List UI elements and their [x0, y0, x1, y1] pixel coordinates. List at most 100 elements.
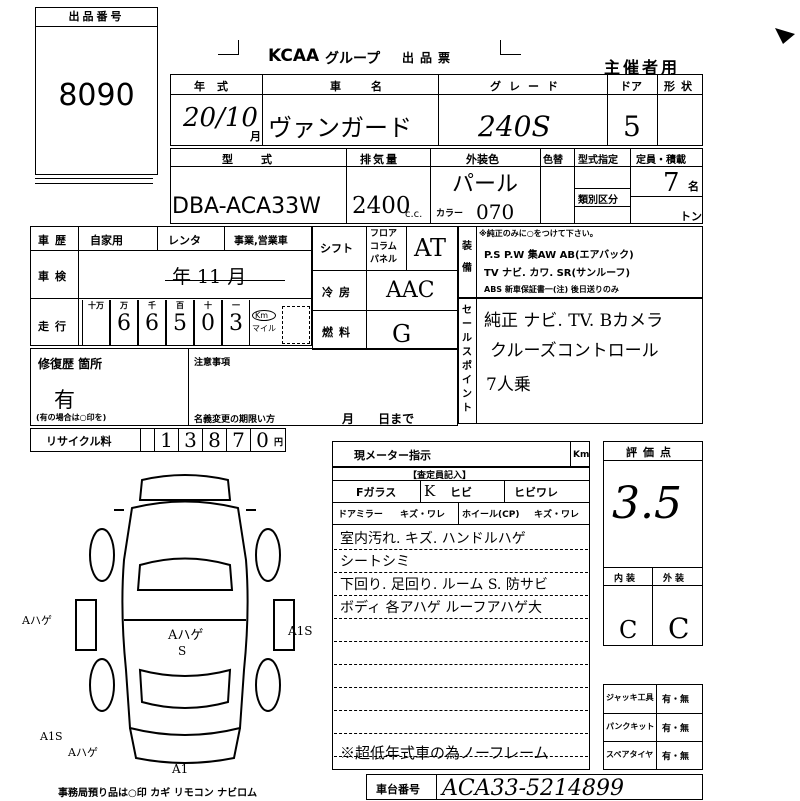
model-value: ヴァンガード: [268, 114, 412, 142]
shift-block: [312, 226, 458, 350]
form-title: 出品票: [402, 51, 457, 65]
recycle-block: [30, 428, 286, 452]
exterior-label: 外装: [663, 574, 688, 584]
displacement-value: 2400: [352, 193, 411, 219]
damage-mark-right: A1S: [288, 624, 313, 638]
fuel-label: 燃料: [322, 326, 356, 339]
inspection-value: 年 11 月: [172, 266, 247, 288]
damage-mark-left: Aハゲ: [22, 614, 52, 627]
inspection-note-line: [334, 664, 588, 665]
mileage-unit-label: 十万: [88, 301, 104, 310]
capacity-unit: 名: [688, 180, 699, 193]
tool-value: 有・無: [662, 723, 690, 734]
inspection-note-line: [334, 733, 588, 734]
grade-value: 3.5: [612, 478, 682, 529]
shape-label: 形状: [664, 80, 698, 93]
km-option: Km: [252, 310, 276, 321]
color-value: パール: [452, 172, 519, 197]
damage-mark-center-s: S: [178, 644, 187, 658]
damage-mark-bottom-left: A1S: [40, 730, 63, 743]
mileage-unit-label: 万: [120, 301, 128, 310]
tools-divider: [603, 712, 703, 714]
damage-mark-center: Aハゲ: [168, 628, 204, 643]
shift-column: コラム: [370, 242, 397, 252]
mileage-unit-label: 一: [232, 301, 240, 310]
damage-mark-bottom: A1: [172, 762, 189, 776]
selling-point-2: クルーズコントロール: [490, 341, 659, 361]
row-year-model: [170, 74, 703, 146]
glass-mark: K: [424, 482, 436, 500]
equipment-block: [458, 226, 703, 298]
recycle-digit: 0: [250, 428, 274, 452]
repair-value: 有: [54, 388, 75, 412]
exterior-grade: C: [668, 612, 690, 645]
displacement-label: 排気量: [360, 153, 399, 166]
year-label: 年式: [194, 80, 240, 93]
tools-block: [603, 684, 703, 770]
group-label: グループ: [325, 51, 381, 67]
glass-crack: ヒビ: [450, 486, 472, 499]
deadline-label: 名義変更の期限い方: [194, 415, 276, 425]
shift-value: AT: [414, 234, 447, 262]
repair-label: 修復歴 箇所: [38, 357, 103, 371]
deadline-value: 月 日まで: [342, 412, 415, 426]
mileage-digit: 6: [117, 311, 131, 336]
type-value: DBA-ACA33W: [172, 194, 321, 219]
mileage-digit-cell: 十万: [82, 300, 110, 346]
model-label: 車名: [330, 80, 412, 93]
mileage-digit: 0: [201, 311, 215, 336]
glass-crack-break: ヒビワレ: [514, 486, 558, 499]
business-use: 事業,営業車: [234, 236, 288, 247]
chassis-label: 車台番号: [376, 783, 420, 796]
lot-number: 8090: [58, 78, 135, 113]
corner-marks-right: [500, 40, 521, 55]
meter-block: [332, 441, 590, 467]
selling-point-1: 純正 ナビ. TV. Bカメラ: [484, 311, 664, 331]
equipment-line3: ABS 新車保証書一(注) 後日送りのみ: [484, 285, 619, 294]
color-change-label: 色替: [543, 155, 563, 166]
tool-label: パンクキット: [606, 721, 655, 731]
grade-value: 240S: [478, 110, 551, 143]
mileage-unit-label: 百: [176, 301, 184, 310]
footer-note: 事務局預り品は○印 カギ リモコン ナビロム: [58, 788, 258, 799]
mileage-unit-label: 十: [204, 301, 212, 310]
inspection-note-line: [334, 756, 588, 757]
fuel-value: G: [392, 320, 412, 348]
shift-panel: パネル: [370, 255, 398, 265]
shift-floor: フロア: [370, 229, 398, 239]
corner-triangle-icon: [775, 28, 795, 44]
caution-label: 注意事項: [194, 358, 231, 368]
equipment-line2: TV ナビ. カワ. SR(サンルーフ): [484, 268, 631, 279]
mileage-unit-label: 千: [148, 301, 156, 310]
displacement-unit: c.c.: [405, 209, 423, 220]
shift-options: フロア コラム パネル: [370, 228, 397, 267]
grade-block: [603, 441, 703, 646]
inspection-note: 室内汚れ. キズ. ハンドルハゲ: [340, 531, 526, 547]
year-value: 20/10: [183, 103, 258, 133]
private-use: 自家用: [90, 234, 123, 247]
capacity-value: 7: [663, 168, 680, 198]
load-unit: トン: [680, 210, 702, 223]
glass-label: Fガラス: [356, 486, 397, 499]
grade-label: グレード: [490, 80, 566, 93]
equipment-side-label: 装備: [462, 241, 472, 274]
meter-label: 現メーター指示: [354, 449, 431, 462]
repair-block: [30, 348, 458, 426]
damage-mark-bottom-left-2: Aハゲ: [68, 746, 98, 759]
mileage-digit: 6: [145, 311, 159, 336]
recycle-digit: 7: [226, 428, 250, 452]
inspection-note-line: [334, 710, 588, 711]
grade-label: 評価点: [626, 446, 677, 459]
recycle-digit: 1: [154, 428, 178, 452]
tool-label: ジャッキ工具: [606, 693, 654, 702]
inspection-label: 車検: [38, 270, 72, 283]
mileage-digit: 5: [173, 311, 187, 336]
type-designation-label: 型式指定: [578, 155, 618, 166]
recycle-digit: 3: [178, 428, 202, 452]
interior-grade: C: [619, 616, 638, 644]
mileage-extra-box: [282, 306, 310, 344]
corner-marks: [218, 40, 239, 55]
